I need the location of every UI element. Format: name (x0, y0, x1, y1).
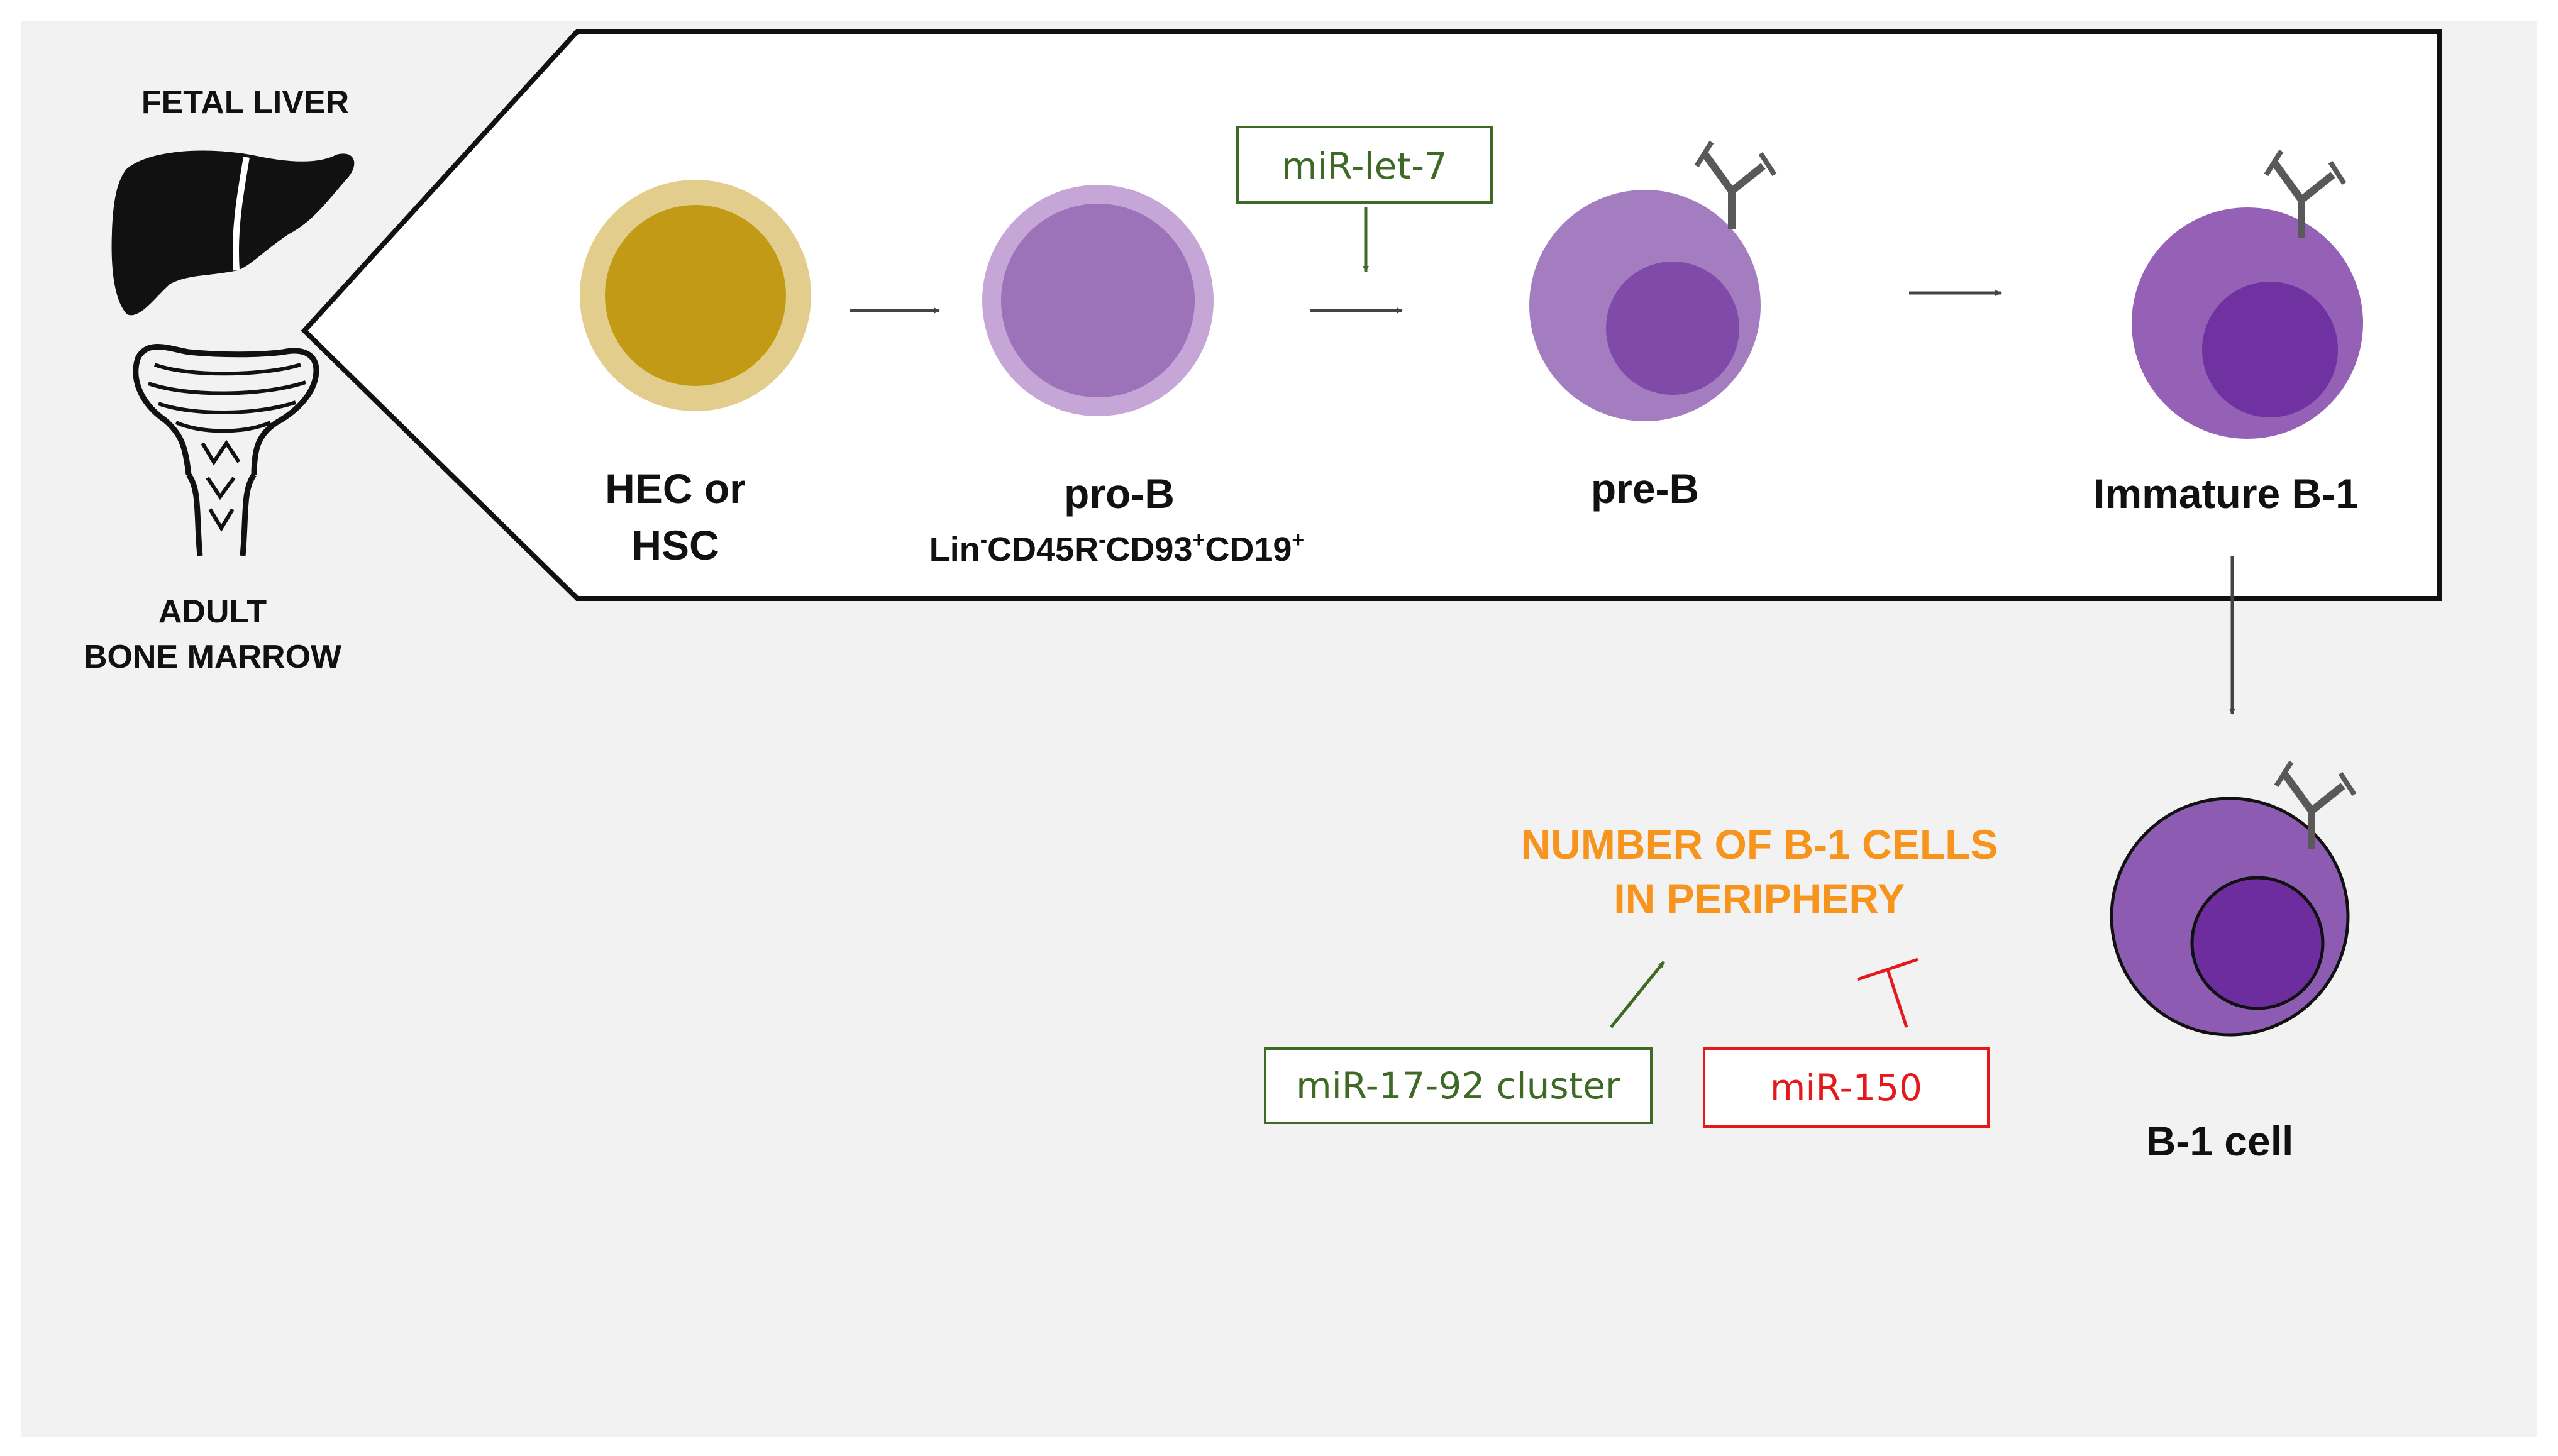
mir-150-box (1703, 1047, 1990, 1128)
mir-150-label: miR-150 (1770, 1066, 1922, 1109)
prob-label: pro-B (1064, 470, 1175, 517)
immature-label: Immature B-1 (2093, 470, 2359, 517)
outcome-line2: IN PERIPHERY (1614, 875, 1905, 922)
adult-label: ADULT (158, 593, 267, 630)
immature-cell-inner (2202, 282, 2338, 417)
mir-17-92-label: miR-17-92 cluster (1296, 1064, 1620, 1107)
preb-label: pre-B (1591, 465, 1699, 512)
prob-markers: Lin-CD45R-CD93+CD19+ (929, 528, 1305, 568)
cluster-activation-arrow (1610, 961, 1665, 1029)
mir-17-92-box (1264, 1047, 1653, 1124)
mir-let7-label: miR-let-7 (1282, 145, 1448, 187)
mir150-inhibition-line (1886, 969, 1908, 1028)
mir150-inhibition-bar (1857, 957, 1918, 981)
mir-let7-box (1236, 126, 1493, 204)
fetal-liver-label: FETAL LIVER (141, 84, 349, 121)
outcome-line1: NUMBER OF B-1 CELLS (1521, 821, 1998, 868)
hec-label-line2: HSC (631, 522, 719, 568)
b1-cell-inner (2190, 876, 2325, 1010)
hsc-cell-inner (605, 205, 786, 386)
preb-cell-inner (1606, 262, 1739, 395)
hec-label-line1: HEC or (605, 465, 746, 512)
bone-marrow-label: BONE MARROW (84, 639, 342, 675)
liver-icon (111, 150, 355, 316)
b1-cell-label: B-1 cell (2146, 1118, 2294, 1164)
process-banner (301, 29, 2442, 601)
bone-marrow-icon (133, 344, 319, 556)
prob-cell-inner (1001, 204, 1195, 397)
